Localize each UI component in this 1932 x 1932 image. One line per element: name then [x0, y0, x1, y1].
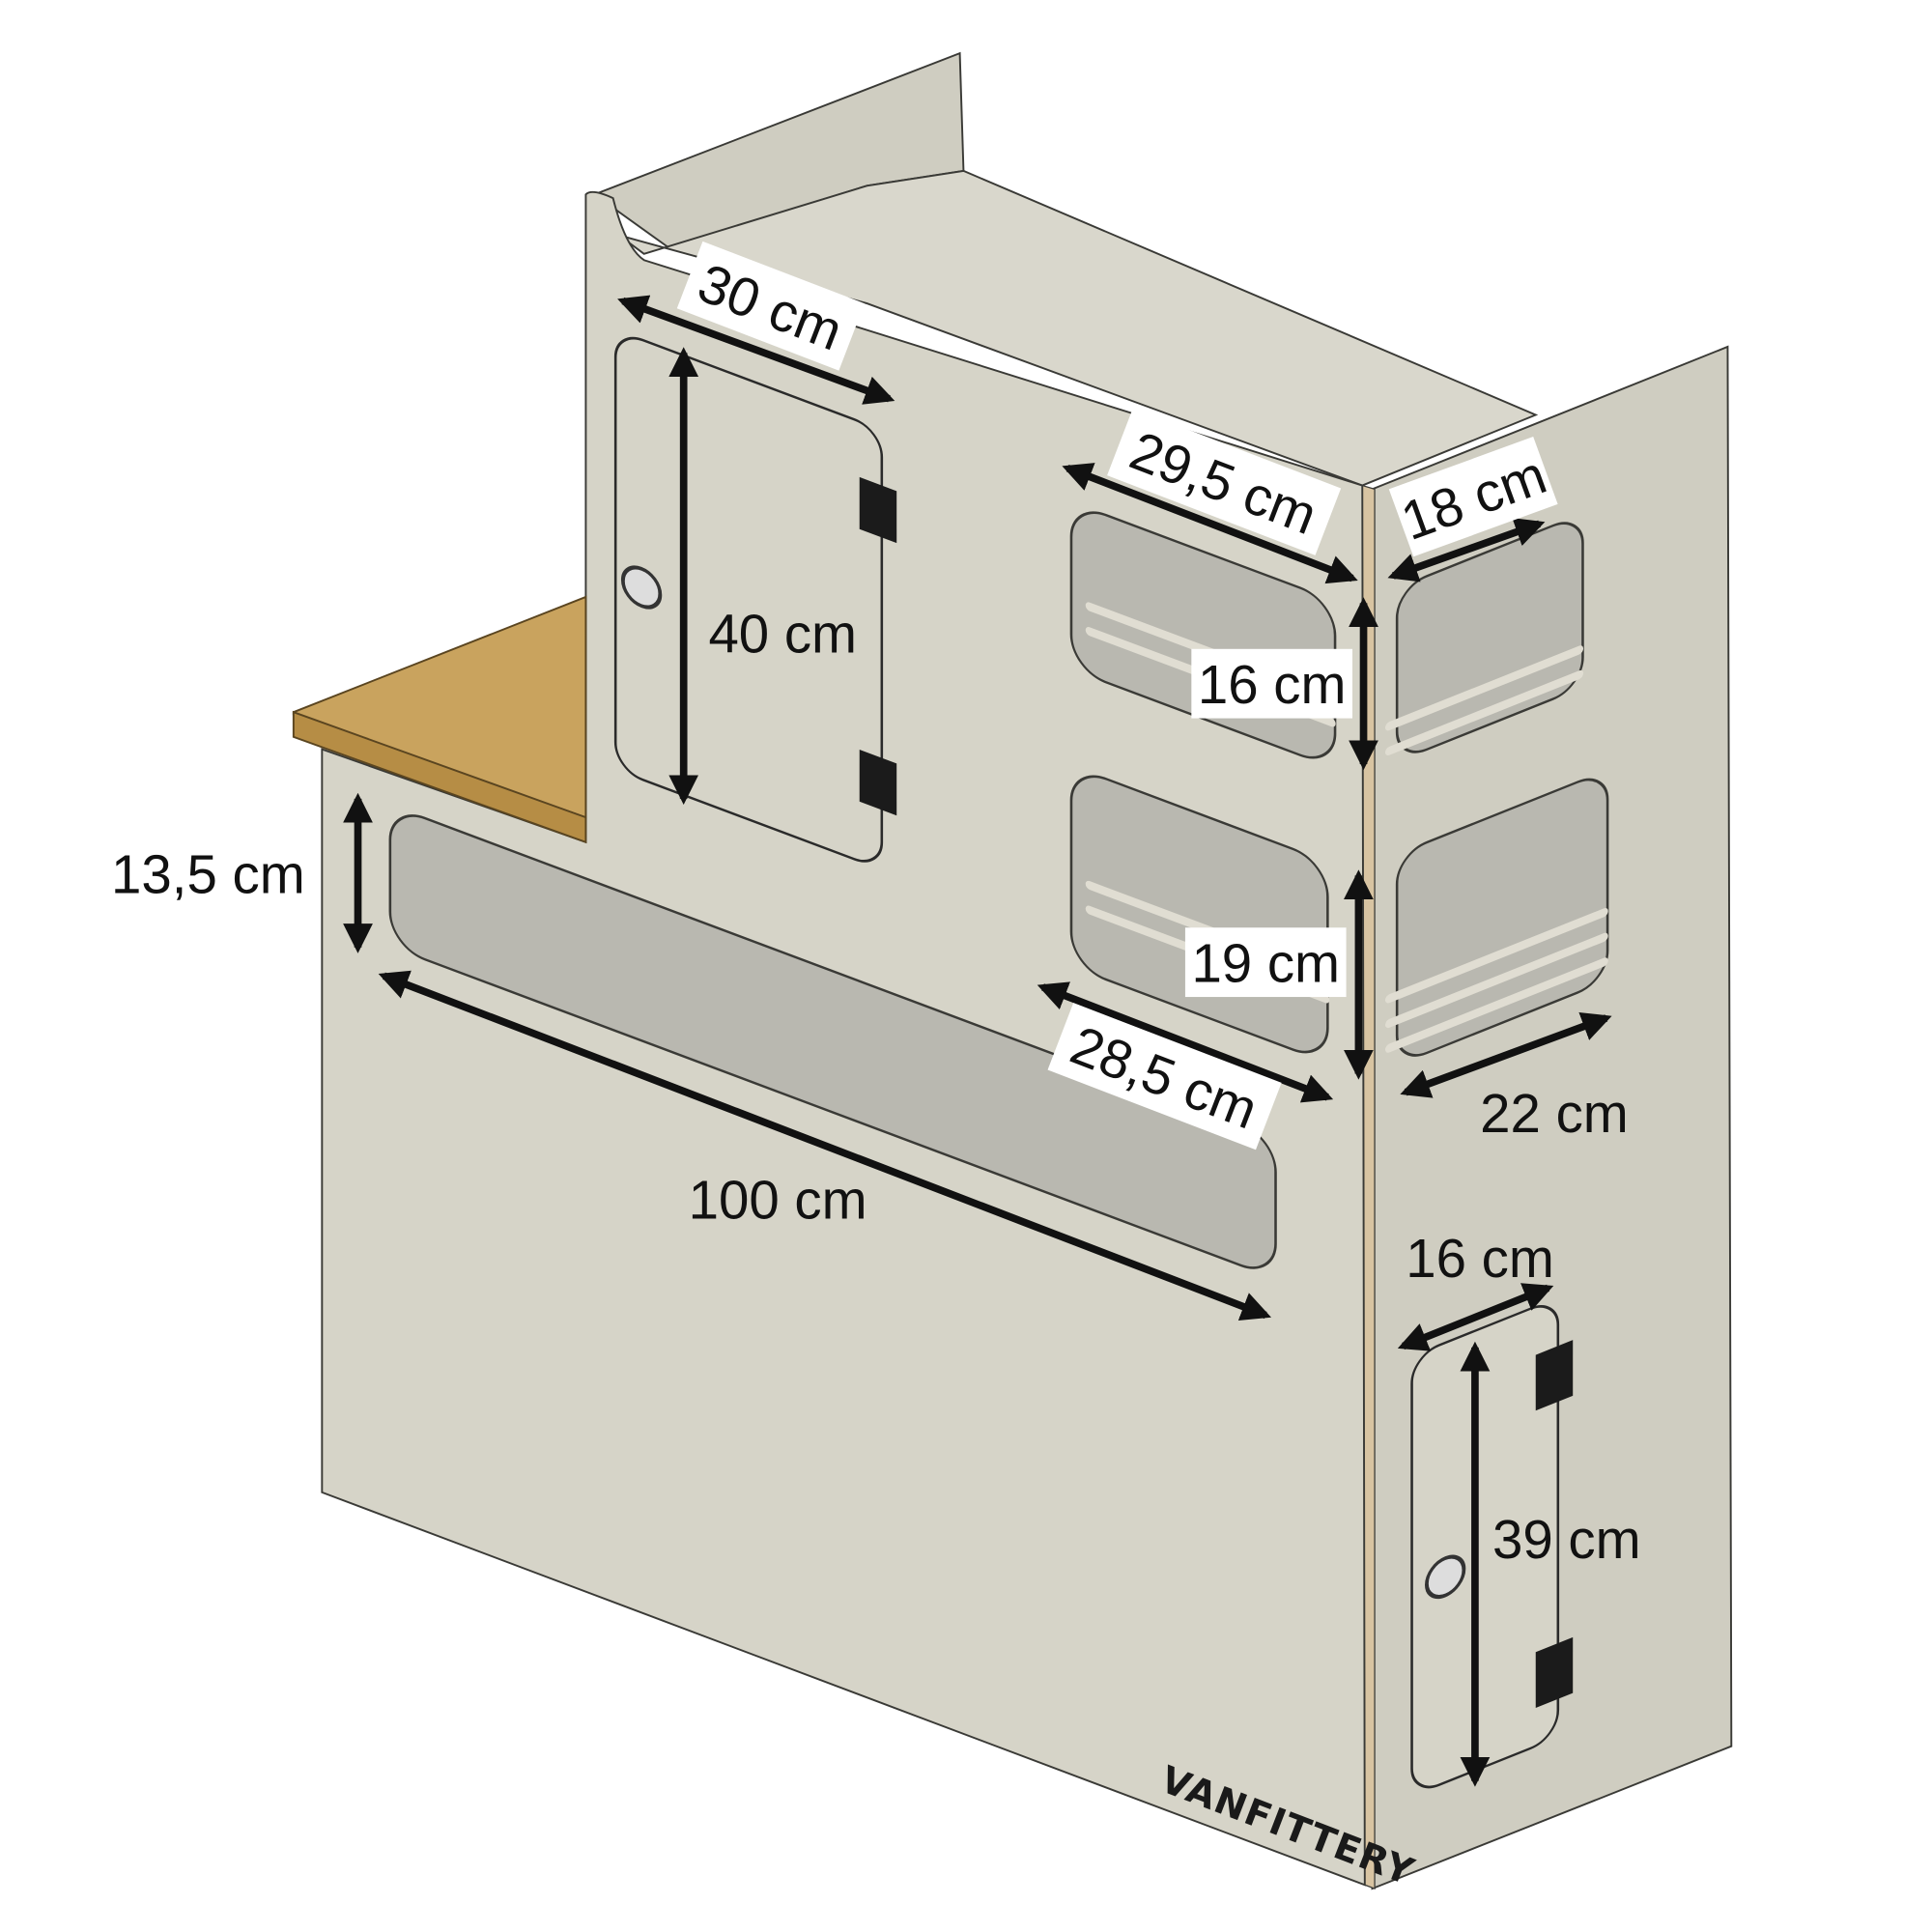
countertop-edge — [292, 710, 587, 844]
arrow-upper-shelf-width — [1062, 463, 1358, 584]
label-upper-shelf-height: 16 cm — [1198, 654, 1347, 715]
label-bottom-width: 100 cm — [689, 1170, 867, 1231]
door-lock-knob[interactable] — [620, 562, 663, 613]
arrow-top-door-width — [617, 295, 895, 405]
side-door-hinge-upper — [1535, 1340, 1574, 1411]
label-side-door-height: 39 cm — [1492, 1509, 1641, 1570]
label-side-lower-width: 22 cm — [1480, 1083, 1629, 1144]
label-top-door-height: 40 cm — [708, 604, 857, 665]
label-side-door-width: 16 cm — [1406, 1228, 1554, 1289]
arrow-bottom-width — [378, 970, 1271, 1321]
label-bottom-height: 13,5 cm — [111, 843, 305, 904]
side-door-hinge-lower — [1535, 1636, 1574, 1708]
dimension-arrows — [343, 295, 1612, 1787]
label-lower-shelf-height: 19 cm — [1191, 933, 1340, 994]
arrow-side-door-width — [1397, 1283, 1554, 1351]
door-hinge-upper — [859, 476, 897, 544]
door-hinge-lower — [859, 749, 897, 816]
arrow-side-upper-width — [1387, 518, 1546, 582]
top-surface — [618, 169, 1539, 487]
arrow-side-lower-width — [1400, 1011, 1612, 1098]
